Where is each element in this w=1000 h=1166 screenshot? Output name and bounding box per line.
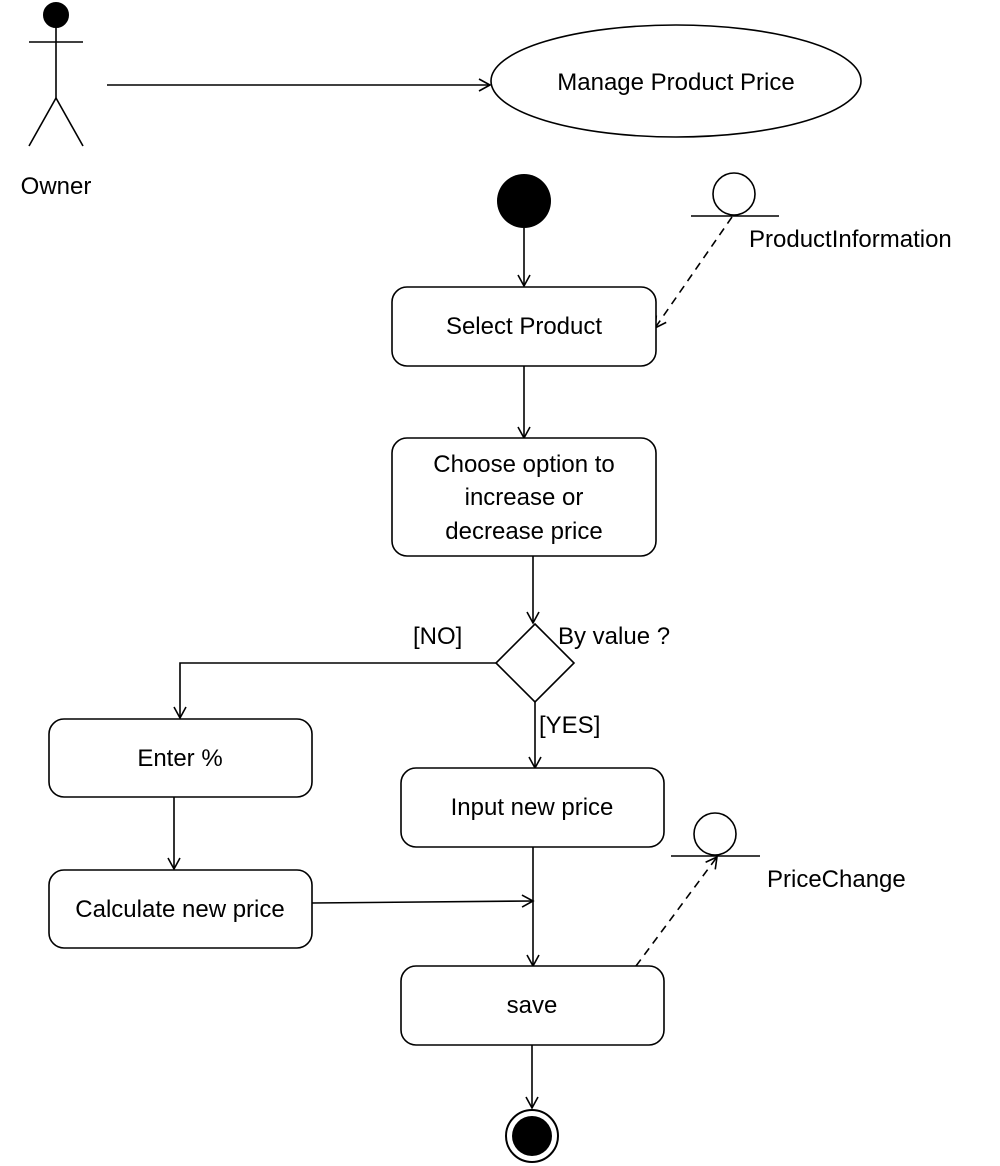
initial-node: [497, 174, 551, 228]
activity-label: save: [507, 992, 558, 1019]
activity-input-new-price: Input new price: [400, 767, 665, 848]
object-flow-product-information: [654, 216, 733, 330]
decision-question: By value ?: [558, 623, 670, 650]
activity-enter-percent: Enter %: [48, 718, 313, 798]
use-case-label: Manage Product Price: [557, 69, 794, 96]
activity-choose-option: Choose option to increase or decrease pr…: [391, 437, 657, 557]
object-circle: [693, 812, 737, 856]
owner-actor: Owner: [21, 2, 92, 200]
final-node-inner: [512, 1116, 552, 1156]
product-information-label: ProductInformation: [749, 226, 952, 253]
activity-box: [48, 869, 313, 949]
activity-label-line-2: increase or: [465, 484, 584, 511]
activity-box: [48, 718, 313, 798]
activity-label-line-3: decrease price: [445, 518, 602, 545]
use-case-ellipse: [490, 24, 862, 138]
no-guard: [NO]: [413, 623, 462, 650]
activity-label: Select Product: [446, 313, 602, 340]
flow-calculate-to-merge: [311, 894, 535, 908]
object-circle: [712, 172, 756, 216]
object-flow-price-change: [635, 855, 718, 967]
activity-select-product: Select Product: [391, 286, 657, 367]
activity-calculate-new-price: Calculate new price: [48, 869, 313, 949]
actor-head: [43, 2, 69, 28]
price-change-label: PriceChange: [767, 866, 906, 893]
actor-label: Owner: [21, 173, 92, 200]
flow-decision-no: [173, 662, 496, 720]
yes-guard: [YES]: [539, 712, 600, 739]
actor-right-leg: [55, 97, 84, 147]
decision-node: By value ? [NO] [YES]: [413, 622, 670, 739]
activity-label: Input new price: [451, 794, 614, 821]
final-node: [505, 1109, 559, 1163]
price-change-object: PriceChange: [671, 812, 906, 893]
activity-label-line-1: Choose option to: [433, 451, 614, 478]
actor-left-leg: [28, 97, 57, 147]
activity-label: Enter %: [137, 745, 222, 772]
activity-save: save: [400, 965, 665, 1046]
activity-box: [391, 437, 657, 557]
activity-label: Calculate new price: [75, 896, 284, 923]
use-case: Manage Product Price: [490, 24, 862, 138]
product-information-object: ProductInformation: [691, 172, 952, 253]
